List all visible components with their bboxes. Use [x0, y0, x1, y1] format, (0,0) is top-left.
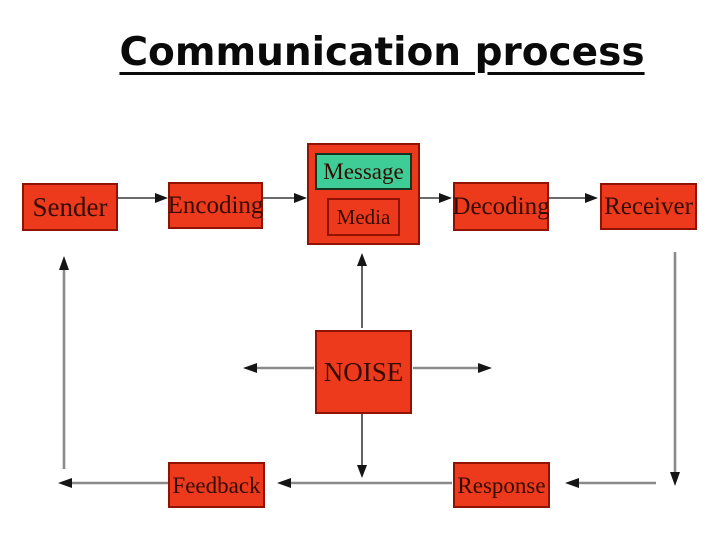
message-label: Message — [323, 159, 404, 184]
sender-label: Sender — [32, 191, 108, 222]
arrow-sender-to-encoding — [118, 193, 168, 203]
slide-title: Communication process — [119, 30, 645, 75]
arrow-noise-down — [357, 414, 367, 478]
message-media-node: Message Media — [307, 143, 420, 245]
decoding-node: Decoding — [452, 182, 550, 231]
decoding-label: Decoding — [452, 193, 550, 220]
arrow-up-to-sender — [59, 256, 69, 469]
response-label: Response — [457, 472, 546, 498]
encoding-node: Encoding — [168, 182, 263, 229]
sender-node: Sender — [22, 183, 118, 231]
arrow-message-to-decoding — [420, 193, 452, 203]
response-node: Response — [453, 462, 550, 508]
encoding-label: Encoding — [167, 192, 264, 219]
noise-node: NOISE — [315, 330, 412, 414]
noise-label: NOISE — [323, 356, 404, 387]
arrow-noise-up — [357, 253, 367, 328]
feedback-label: Feedback — [172, 472, 261, 498]
arrow-response-to-feedback — [277, 478, 452, 488]
arrow-noise-left — [243, 363, 314, 373]
arrow-encoding-to-message — [263, 193, 307, 203]
arrow-feedback-left — [58, 478, 168, 488]
media-node: Media — [327, 198, 400, 236]
arrow-noise-right — [413, 363, 492, 373]
message-node: Message — [315, 153, 412, 190]
receiver-label: Receiver — [604, 193, 693, 220]
receiver-node: Receiver — [600, 183, 697, 230]
feedback-node: Feedback — [168, 462, 265, 508]
arrow-to-response — [565, 478, 656, 488]
arrow-decoding-to-receiver — [548, 193, 598, 203]
arrow-receiver-down — [670, 252, 680, 486]
media-label: Media — [336, 204, 391, 229]
